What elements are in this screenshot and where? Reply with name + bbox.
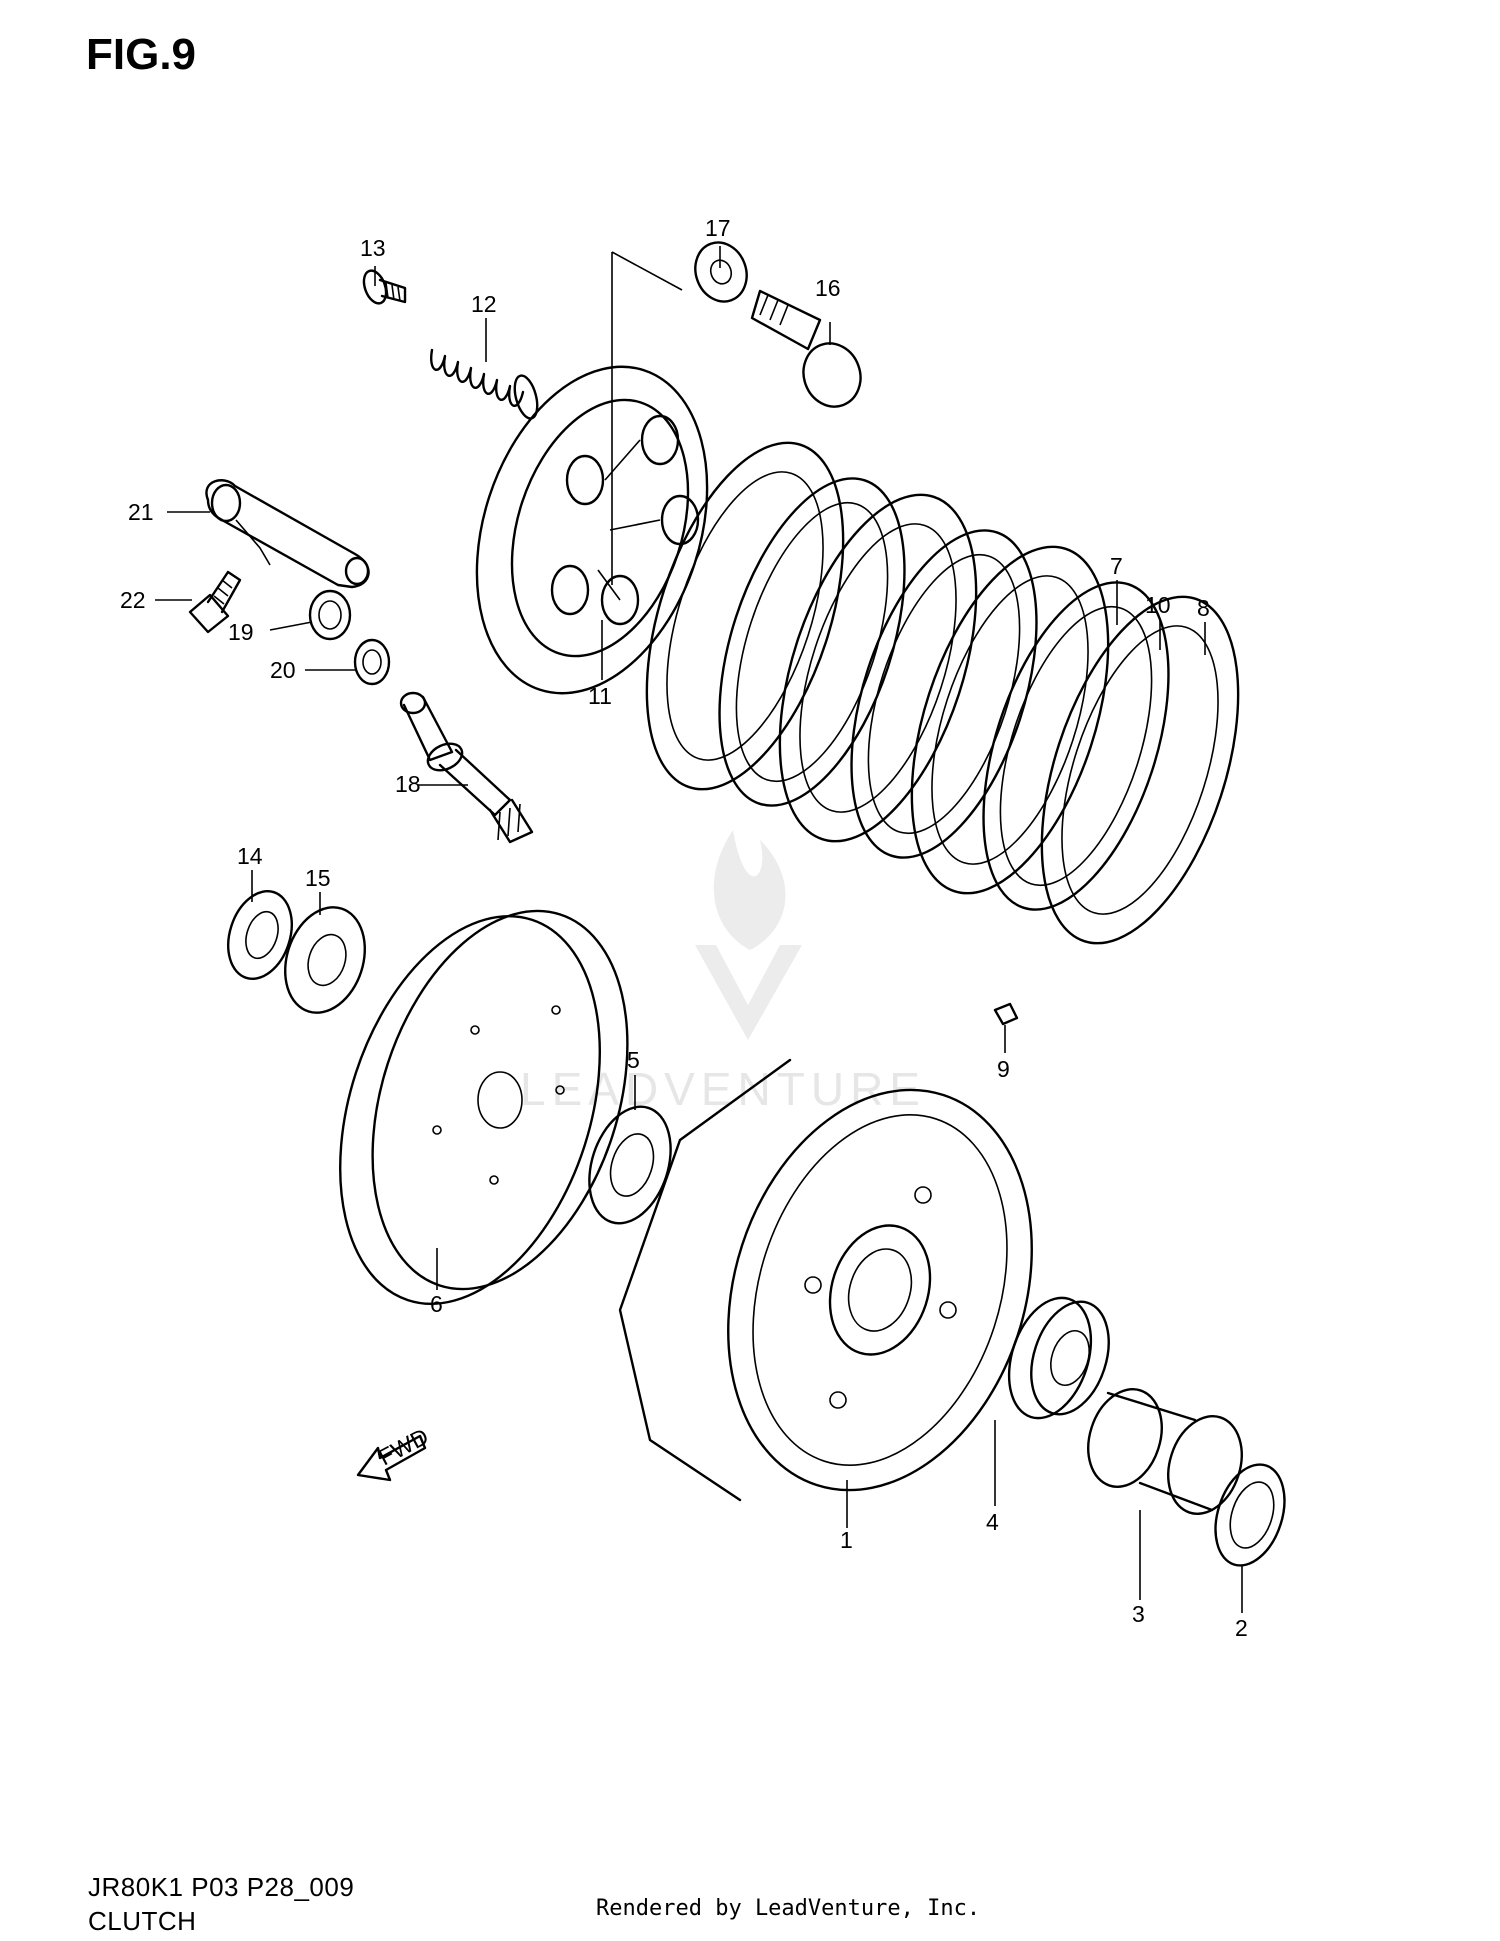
callout-5: 5 xyxy=(627,1047,640,1073)
callout-20: 20 xyxy=(270,657,296,683)
steel-plate-b xyxy=(850,529,1038,859)
part-3-spacer xyxy=(1087,1388,1243,1515)
callout-4: 4 xyxy=(986,1509,999,1535)
part-6-primary-driven-gear xyxy=(339,909,629,1305)
watermark-text: LEADVENTURE xyxy=(520,1063,926,1115)
callout-19: 19 xyxy=(228,619,254,645)
callout-17: 17 xyxy=(705,215,731,241)
leadventure-watermark: LEADVENTURE xyxy=(520,830,926,1115)
part-4-drive-gear xyxy=(1007,1296,1110,1420)
svg-text:FWD: FWD xyxy=(374,1423,432,1471)
callout-21: 21 xyxy=(128,499,154,525)
friction-plate-b xyxy=(778,493,978,843)
callout-1: 1 xyxy=(840,1527,853,1553)
part-21-lever xyxy=(205,479,370,589)
callout-14: 14 xyxy=(237,843,263,869)
callout-13: 13 xyxy=(360,235,386,261)
callout-2: 2 xyxy=(1235,1615,1248,1641)
callout-3: 3 xyxy=(1132,1601,1145,1627)
part-18-shaft xyxy=(399,691,534,844)
callout-7: 7 xyxy=(1110,553,1123,579)
fwd-arrow-icon: FWD xyxy=(356,1423,433,1482)
part-10-steel-plate xyxy=(982,581,1170,911)
callout-labels: 1 2 3 4 5 6 7 8 9 10 11 12 13 14 15 16 1… xyxy=(120,215,1248,1641)
render-credit: Rendered by LeadVenture, Inc. xyxy=(596,1896,981,1921)
friction-plate-a xyxy=(645,441,845,791)
figure-title: FIG.9 xyxy=(86,30,197,79)
part-15-washer xyxy=(283,906,367,1014)
part-1-clutch-housing xyxy=(618,1058,1033,1502)
section-name: CLUTCH xyxy=(88,1906,197,1936)
part-13-screw xyxy=(362,269,407,305)
part-22-bolt xyxy=(188,570,242,634)
callout-15: 15 xyxy=(305,865,331,891)
part-16-pin xyxy=(750,289,862,408)
part-2-washer xyxy=(1214,1463,1286,1567)
part-17-washer xyxy=(694,241,748,303)
clutch-plate-stack xyxy=(645,441,1240,945)
callout-10: 10 xyxy=(1145,592,1171,618)
model-code: JR80K1 P03 P28_009 xyxy=(88,1872,355,1902)
callout-16: 16 xyxy=(815,275,841,301)
callout-8: 8 xyxy=(1197,595,1210,621)
callout-22: 22 xyxy=(120,587,146,613)
steel-plate-a xyxy=(718,477,906,807)
part-19-bushing xyxy=(308,589,352,641)
callout-6: 6 xyxy=(430,1291,443,1317)
part-20-washer xyxy=(353,638,391,686)
callout-9: 9 xyxy=(997,1056,1010,1082)
leader-lines xyxy=(155,246,1243,1613)
part-9-spacer xyxy=(993,1002,1019,1026)
callout-12: 12 xyxy=(471,291,497,317)
callout-11: 11 xyxy=(588,683,612,709)
part-7-friction-plate xyxy=(910,545,1110,895)
part-8-friction-plate xyxy=(1040,595,1240,945)
part-14-oil-seal xyxy=(227,890,293,980)
callout-18: 18 xyxy=(395,771,421,797)
part-11-pressure-plate xyxy=(475,365,709,695)
